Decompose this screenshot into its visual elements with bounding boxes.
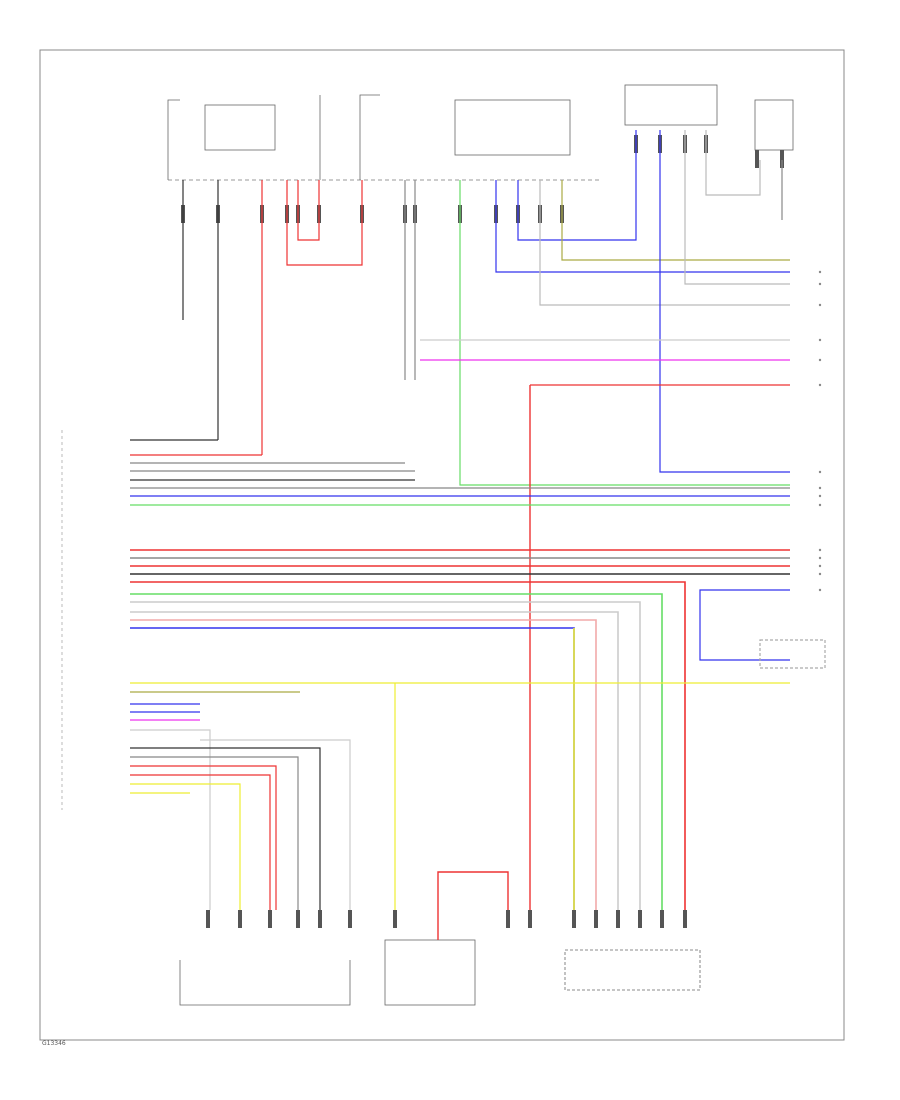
left-lower-rows	[130, 682, 790, 910]
right-terminal-markers	[818, 270, 822, 592]
diagram-frame	[39, 49, 845, 1041]
top-vertical-wires	[182, 130, 790, 910]
right-transmission-wiring	[699, 589, 826, 669]
connector-markers	[181, 135, 784, 223]
bottom-components	[179, 871, 701, 1006]
top-components	[167, 84, 794, 180]
footer-code: G13346	[42, 1040, 66, 1047]
left-middle-rows	[130, 549, 790, 910]
bottom-connector-markers	[206, 910, 687, 928]
left-upper-rows	[130, 439, 790, 506]
